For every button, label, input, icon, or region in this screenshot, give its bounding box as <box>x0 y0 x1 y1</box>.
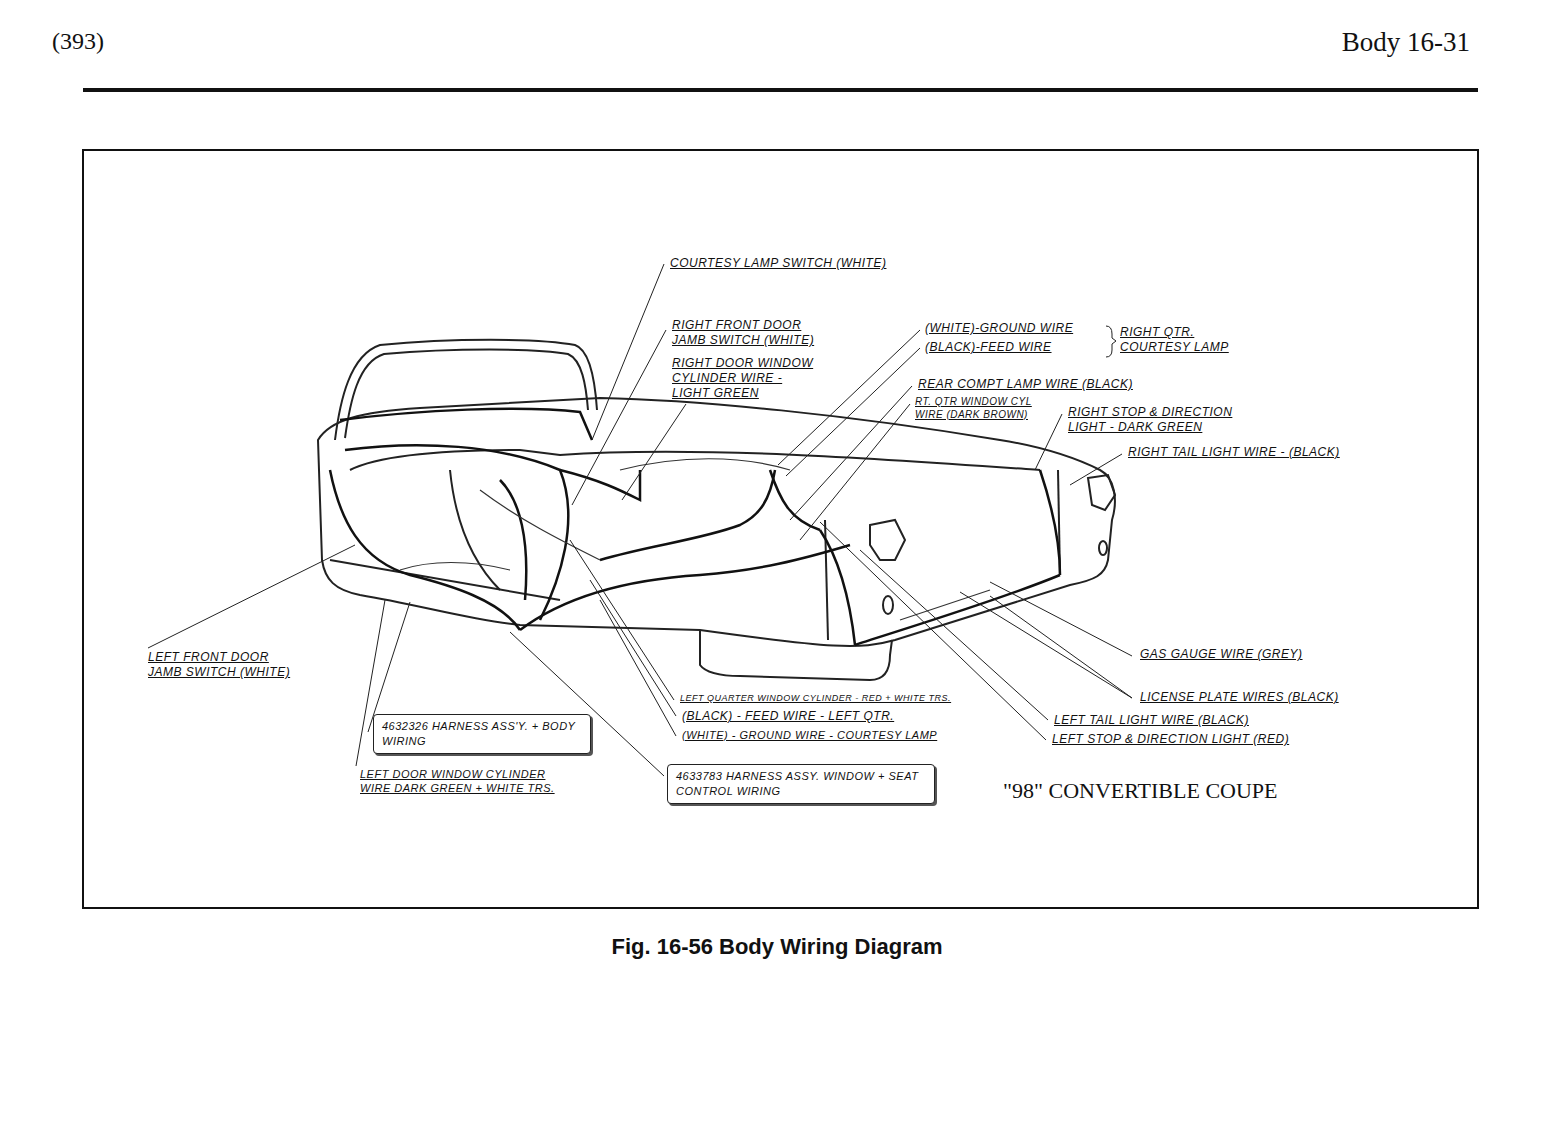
wire-callout: RIGHT FRONT DOOR JAMB SWITCH (WHITE) <box>672 318 824 348</box>
wire-callout: (BLACK) - FEED WIRE - LEFT QTR. <box>682 709 1002 724</box>
wire-callout: RIGHT DOOR WINDOW CYLINDER WIRE - LIGHT … <box>672 356 814 401</box>
wire-callout: RIGHT TAIL LIGHT WIRE - (BLACK) <box>1128 445 1408 460</box>
lamp-socket <box>1099 541 1107 555</box>
leader-line <box>1035 414 1062 470</box>
harness-wires <box>330 409 1060 645</box>
wire-callout: LEFT FRONT DOOR JAMB SWITCH (WHITE) <box>148 650 300 680</box>
leader-line <box>510 632 664 776</box>
lamp-housing <box>1088 475 1115 510</box>
wire-callout: LEFT QUARTER WINDOW CYLINDER - RED + WHI… <box>680 693 1010 704</box>
leader-line <box>570 540 674 700</box>
leader-line <box>790 386 912 520</box>
bracket <box>1106 326 1116 357</box>
wire-callout: GAS GAUGE WIRE (GREY) <box>1140 647 1400 662</box>
wire <box>820 530 855 645</box>
wire <box>900 590 990 620</box>
header-rule <box>83 88 1478 92</box>
thin-wires <box>400 459 990 620</box>
floor-tunnel <box>700 630 892 680</box>
page-header: (393) <box>52 26 152 56</box>
leader-line <box>590 580 676 716</box>
leader-line <box>622 404 686 500</box>
wire <box>600 470 775 560</box>
wire <box>345 445 568 620</box>
leader-line <box>600 600 676 736</box>
leader-line <box>592 264 664 440</box>
leader-line <box>990 596 1132 698</box>
wire-callout: LEFT TAIL LIGHT WIRE (BLACK) <box>1054 713 1334 728</box>
harness-box: 4633783 HARNESS ASSY. WINDOW + SEAT CONT… <box>667 764 935 804</box>
wire <box>1040 470 1060 575</box>
wire-callout: REAR COMPT LAMP WIRE (BLACK) <box>918 377 1228 392</box>
harness-label: 4633783 HARNESS ASSY. WINDOW + SEAT CONT… <box>676 769 926 799</box>
harness-box: 4632326 HARNESS ASS'Y. + BODY WIRING <box>373 714 591 754</box>
harness-label: 4632326 HARNESS ASS'Y. + BODY WIRING <box>382 719 582 749</box>
leader-line <box>990 582 1132 656</box>
deck-line <box>350 450 1040 470</box>
model-title: "98" CONVERTIBLE COUPE <box>1003 777 1403 805</box>
lamp-housing <box>870 520 905 560</box>
wire <box>330 470 520 630</box>
page-header: Body 16-31 <box>1270 26 1470 60</box>
wire-callout: LICENSE PLATE WIRES (BLACK) <box>1140 690 1440 705</box>
windshield-frame <box>345 350 588 439</box>
wire-callout: COURTESY LAMP SWITCH (WHITE) <box>670 256 990 271</box>
wire-callout: (WHITE) - GROUND WIRE - COURTESY LAMP <box>682 729 1012 743</box>
leader-lines <box>148 264 1132 776</box>
wire-callout: RT. QTR WINDOW CYL WIRE (DARK BROWN) <box>915 396 1043 421</box>
figure-frame <box>83 150 1478 908</box>
wire <box>400 563 510 571</box>
leader-line <box>778 330 920 465</box>
lamp-socket <box>883 596 893 614</box>
wire <box>340 409 592 440</box>
windshield-frame <box>335 340 597 440</box>
figure-caption: Fig. 16-56 Body Wiring Diagram <box>477 934 1077 960</box>
wire-callout: LEFT DOOR WINDOW CYLINDER WIRE DARK GREE… <box>360 768 565 796</box>
wire <box>500 480 526 600</box>
leader-line <box>820 522 1046 740</box>
door-line <box>450 470 500 590</box>
leader-line <box>148 545 355 648</box>
wire-callout: LEFT STOP & DIRECTION LIGHT (RED) <box>1052 732 1352 747</box>
leader-line <box>572 330 666 505</box>
wire <box>520 545 850 630</box>
wire-callout: (BLACK)-FEED WIRE <box>925 340 1115 355</box>
wire <box>480 490 600 560</box>
wire <box>770 470 820 530</box>
wire-callout: RIGHT QTR. COURTESY LAMP <box>1120 325 1250 355</box>
wire <box>560 470 640 500</box>
leader-line <box>800 404 910 540</box>
wire-callout: (WHITE)-GROUND WIRE <box>925 321 1115 336</box>
wire-callout: RIGHT STOP & DIRECTION LIGHT - DARK GREE… <box>1068 405 1260 435</box>
leader-line <box>368 602 410 732</box>
body-outline <box>318 398 1115 646</box>
leader-line <box>1070 454 1122 485</box>
